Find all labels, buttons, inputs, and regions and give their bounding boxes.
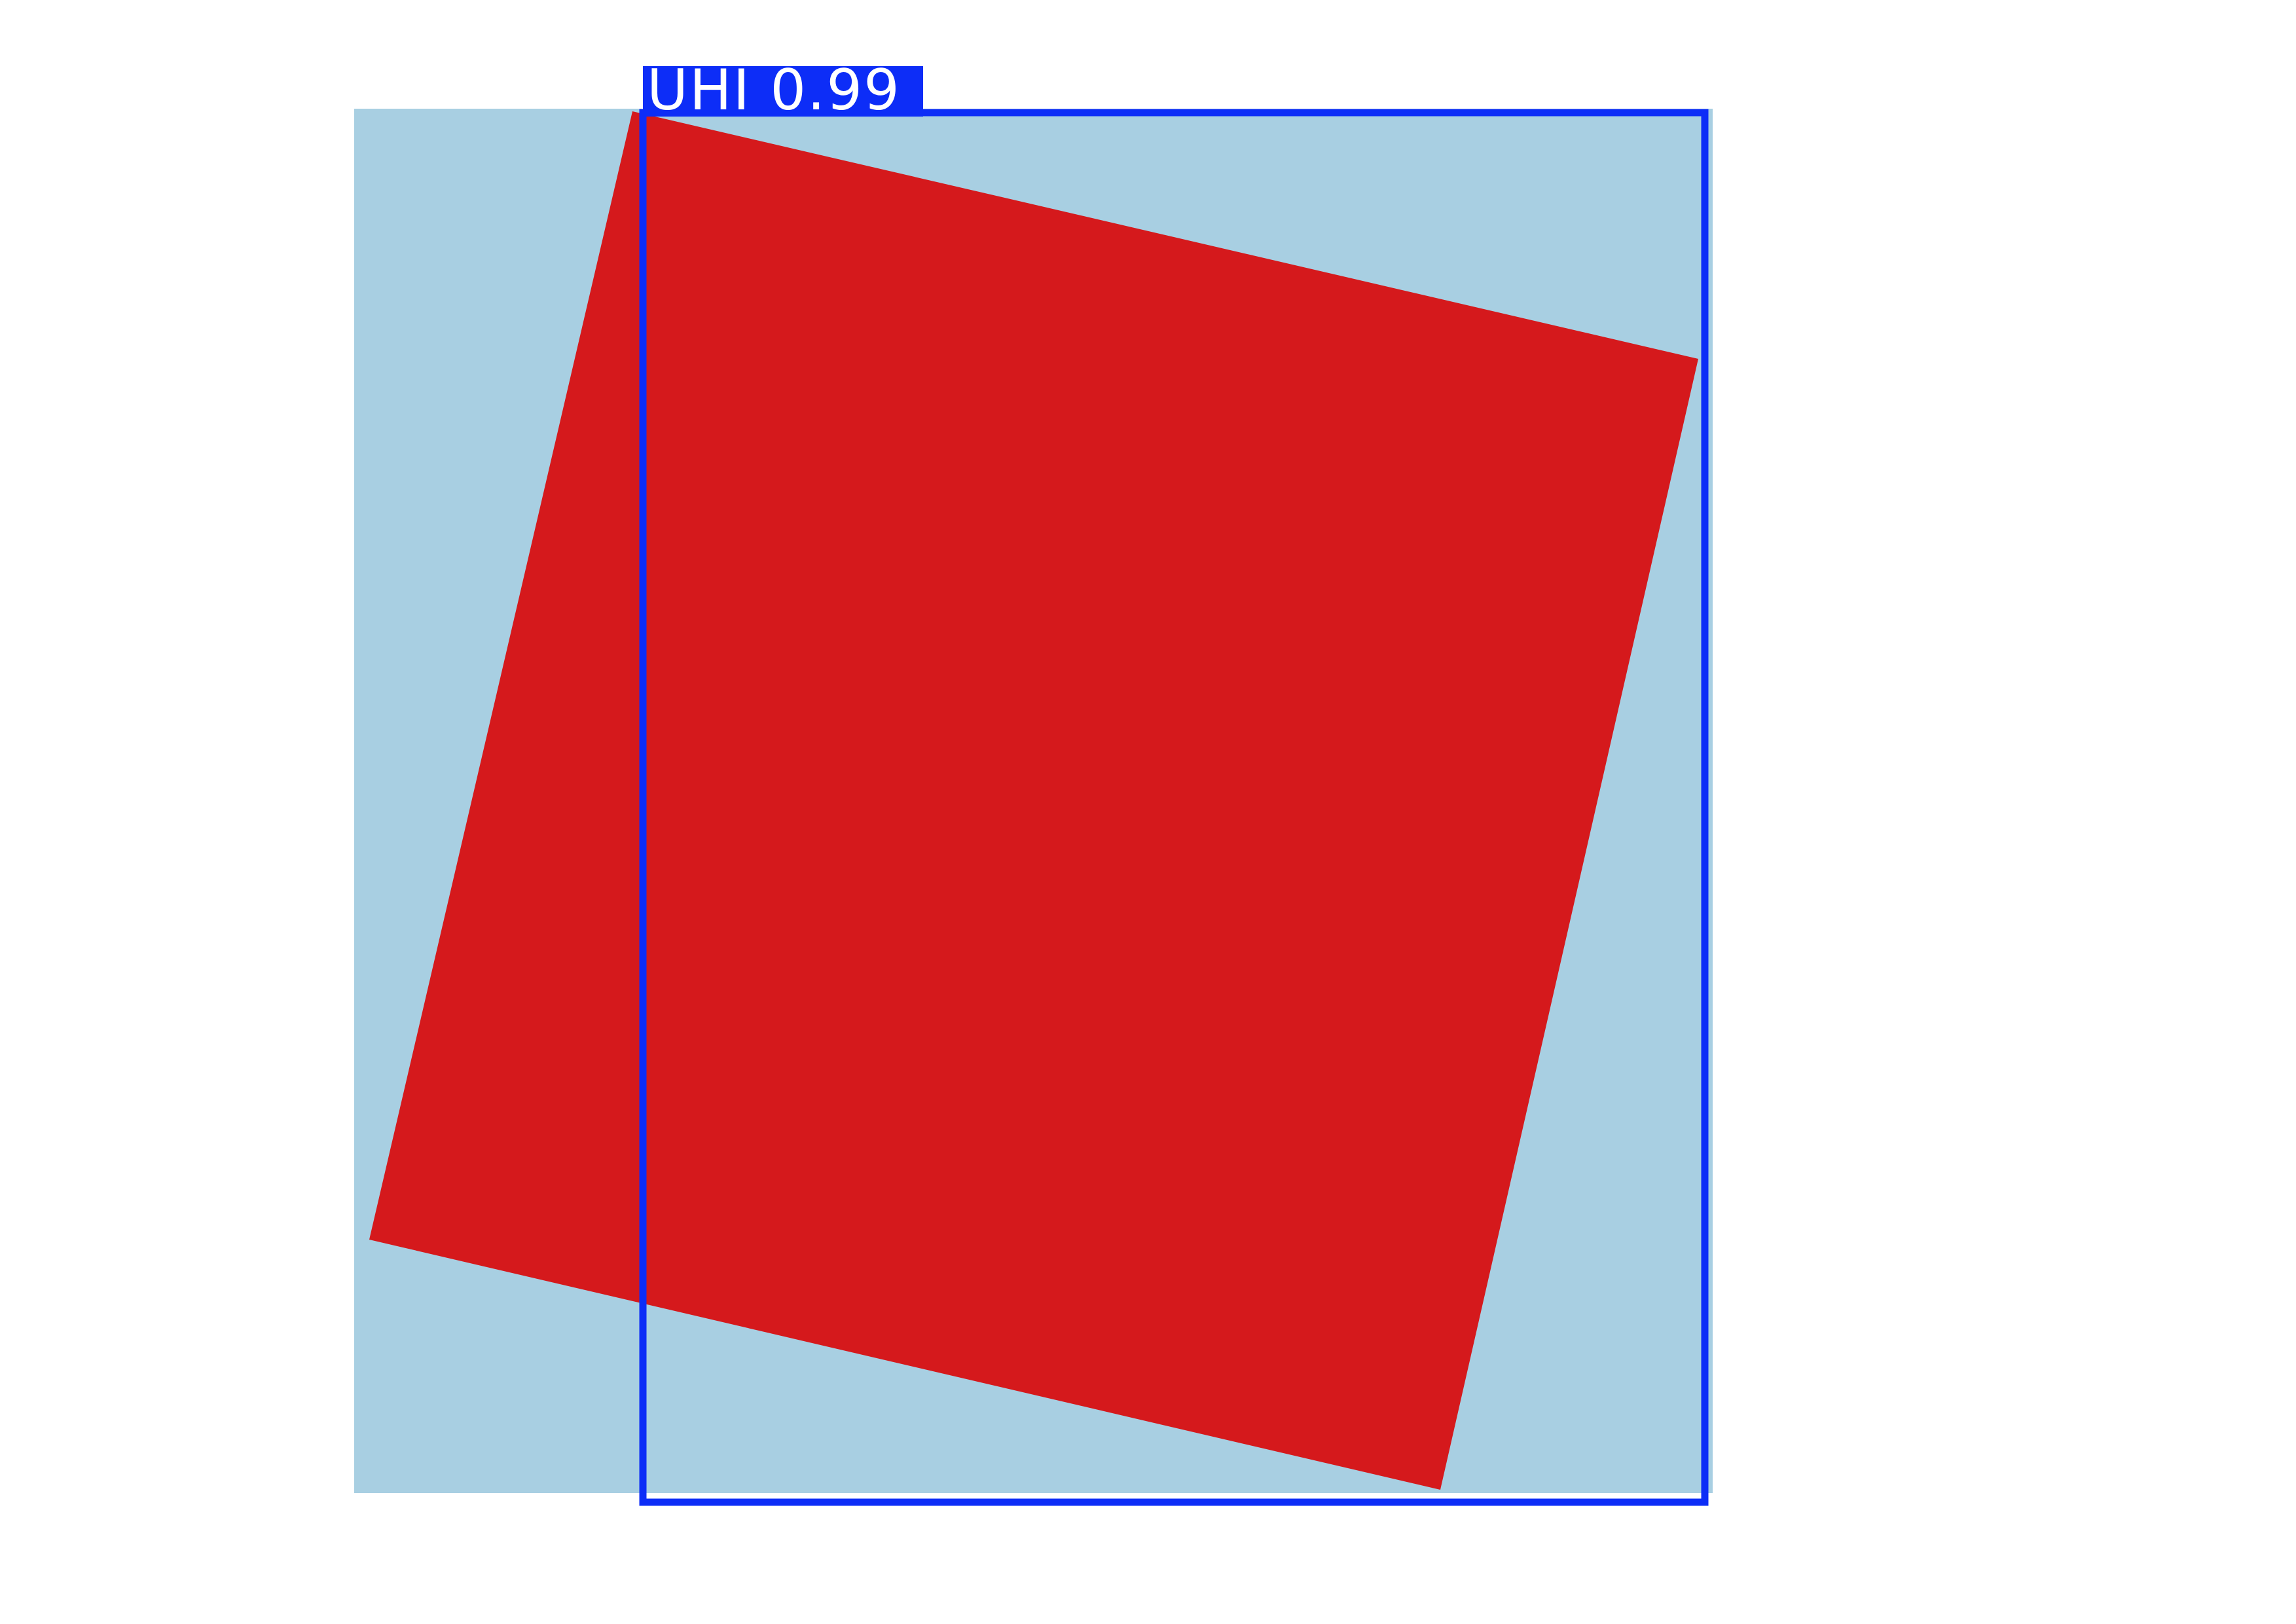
rotated-red-square bbox=[369, 111, 1698, 1490]
detection-bounding-box[interactable] bbox=[639, 109, 1709, 1506]
detection-label-background bbox=[643, 66, 923, 117]
detection-label-text: UHI 0.99 bbox=[647, 58, 901, 123]
